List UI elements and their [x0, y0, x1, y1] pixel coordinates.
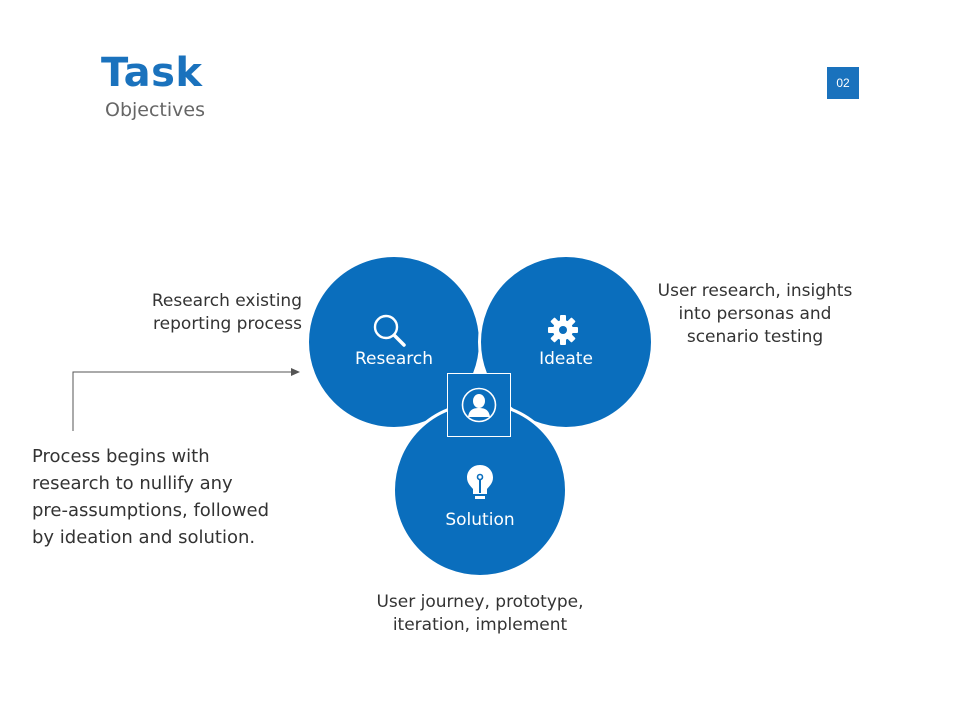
center-user-box: [447, 373, 511, 437]
lightbulb-icon: [467, 465, 493, 499]
page-title: Task: [101, 50, 203, 96]
research-note: Research existing reporting process: [151, 291, 302, 334]
magnifier-icon: [373, 314, 406, 347]
page-subtitle: Objectives: [105, 99, 205, 121]
page-number-badge: 02: [827, 67, 859, 99]
solution-note: User journey, prototype, iteration, impl…: [376, 592, 584, 635]
solution-label: Solution: [445, 510, 515, 530]
gear-icon: [548, 315, 578, 345]
process-description: Process begins with research to nullify …: [32, 446, 270, 548]
user-icon: [461, 387, 497, 423]
research-label: Research: [355, 349, 433, 369]
ideate-note: User research, insights into personas an…: [657, 281, 853, 347]
ideate-label: Ideate: [539, 349, 593, 369]
